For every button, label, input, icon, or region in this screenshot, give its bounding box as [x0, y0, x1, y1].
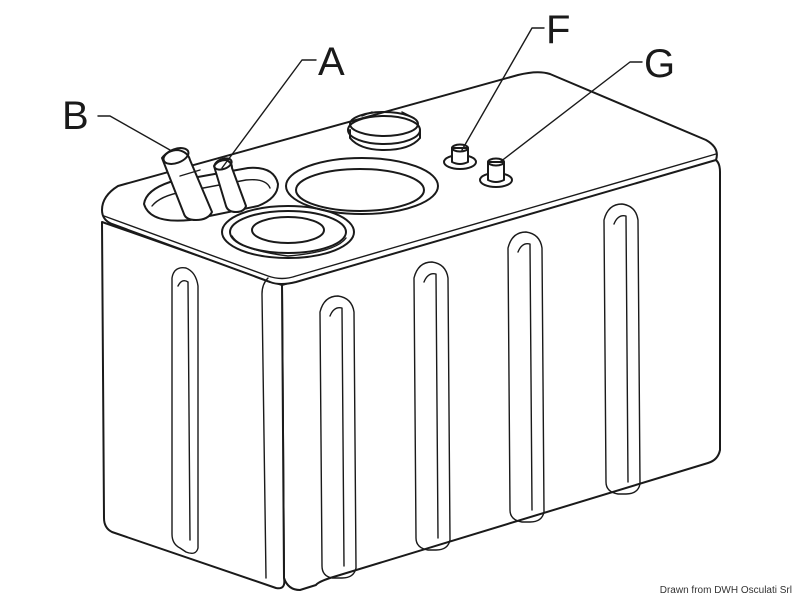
callout-label-a: A: [318, 40, 345, 84]
tank-top-face: [101, 71, 718, 285]
front-ribs: [171, 267, 199, 555]
leader-g: [499, 61, 643, 163]
inspection-cap: [221, 205, 355, 259]
drawing-credit: Drawn from DWH Osculati Srl: [659, 585, 792, 596]
leader-lines: [97, 27, 643, 169]
large-opening: [285, 157, 439, 215]
tank-front-face: [101, 221, 286, 590]
fitting-pocket: [143, 166, 279, 222]
leader-b: [97, 115, 171, 151]
fitting-a: [213, 157, 247, 213]
fitting-f: [443, 143, 477, 170]
callout-label-g: G: [644, 42, 676, 86]
fitting-g: [479, 157, 513, 188]
front-corner-edge: [261, 277, 269, 579]
callout-label-b: B: [62, 94, 89, 138]
leader-f: [461, 27, 545, 151]
side-ribs: [319, 203, 641, 579]
top-edge-lip: [103, 153, 717, 280]
fitting-b: [161, 147, 213, 221]
tank-right-face: [281, 157, 721, 591]
bayonet-ring: [347, 111, 421, 151]
leader-a: [221, 59, 317, 169]
callout-label-f: F: [546, 8, 571, 52]
